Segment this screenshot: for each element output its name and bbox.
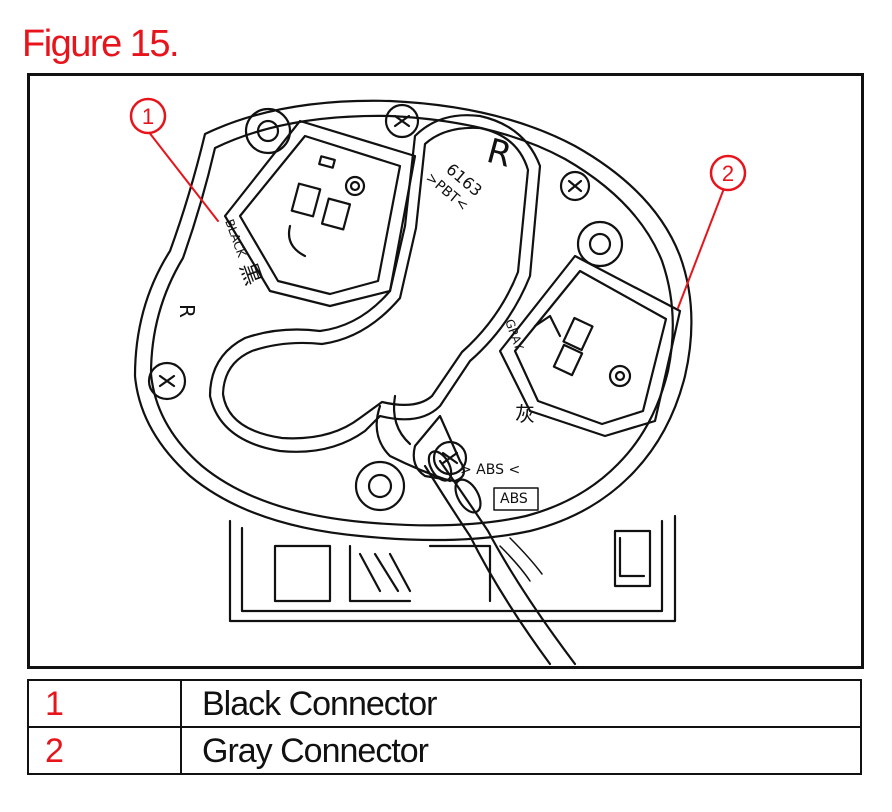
callout-2-number: 2: [722, 161, 734, 186]
abs-mark: > ABS <: [460, 462, 520, 478]
lower-bracket: [228, 514, 677, 623]
legend-number: 1: [27, 679, 182, 728]
abs-box: [493, 487, 539, 511]
legend-row: 2 Gray Connector: [27, 726, 862, 775]
legend-label: Black Connector: [180, 679, 862, 728]
cover-letter-mark: R: [483, 131, 516, 176]
part-drawing: R 6163 >PBT< BLACK 黒 GRAY 灰 R > ABS < AB…: [129, 97, 747, 666]
legend-row: 1 Black Connector: [27, 679, 862, 728]
diagram-frame: R 6163 >PBT< BLACK 黒 GRAY 灰 R > ABS < AB…: [27, 73, 864, 669]
legend-number: 2: [27, 726, 182, 775]
wire-harness: [375, 394, 577, 666]
gray-connector-kanji: 灰: [515, 402, 535, 426]
callout-2: 2: [677, 154, 747, 309]
base-letter-mark: R: [175, 304, 199, 318]
mounting-ears: [147, 103, 624, 512]
abs-box-mark: ABS: [500, 491, 528, 507]
callout-1-number: 1: [142, 104, 154, 129]
legend-table: 1 Black Connector 2 Gray Connector: [27, 679, 862, 775]
black-connector-kanji: 黒: [234, 260, 265, 289]
gray-connector-housing: [498, 254, 682, 438]
legend-label: Gray Connector: [180, 726, 862, 775]
figure-title: Figure 15.: [22, 23, 180, 65]
callout-1: 1: [129, 97, 219, 222]
